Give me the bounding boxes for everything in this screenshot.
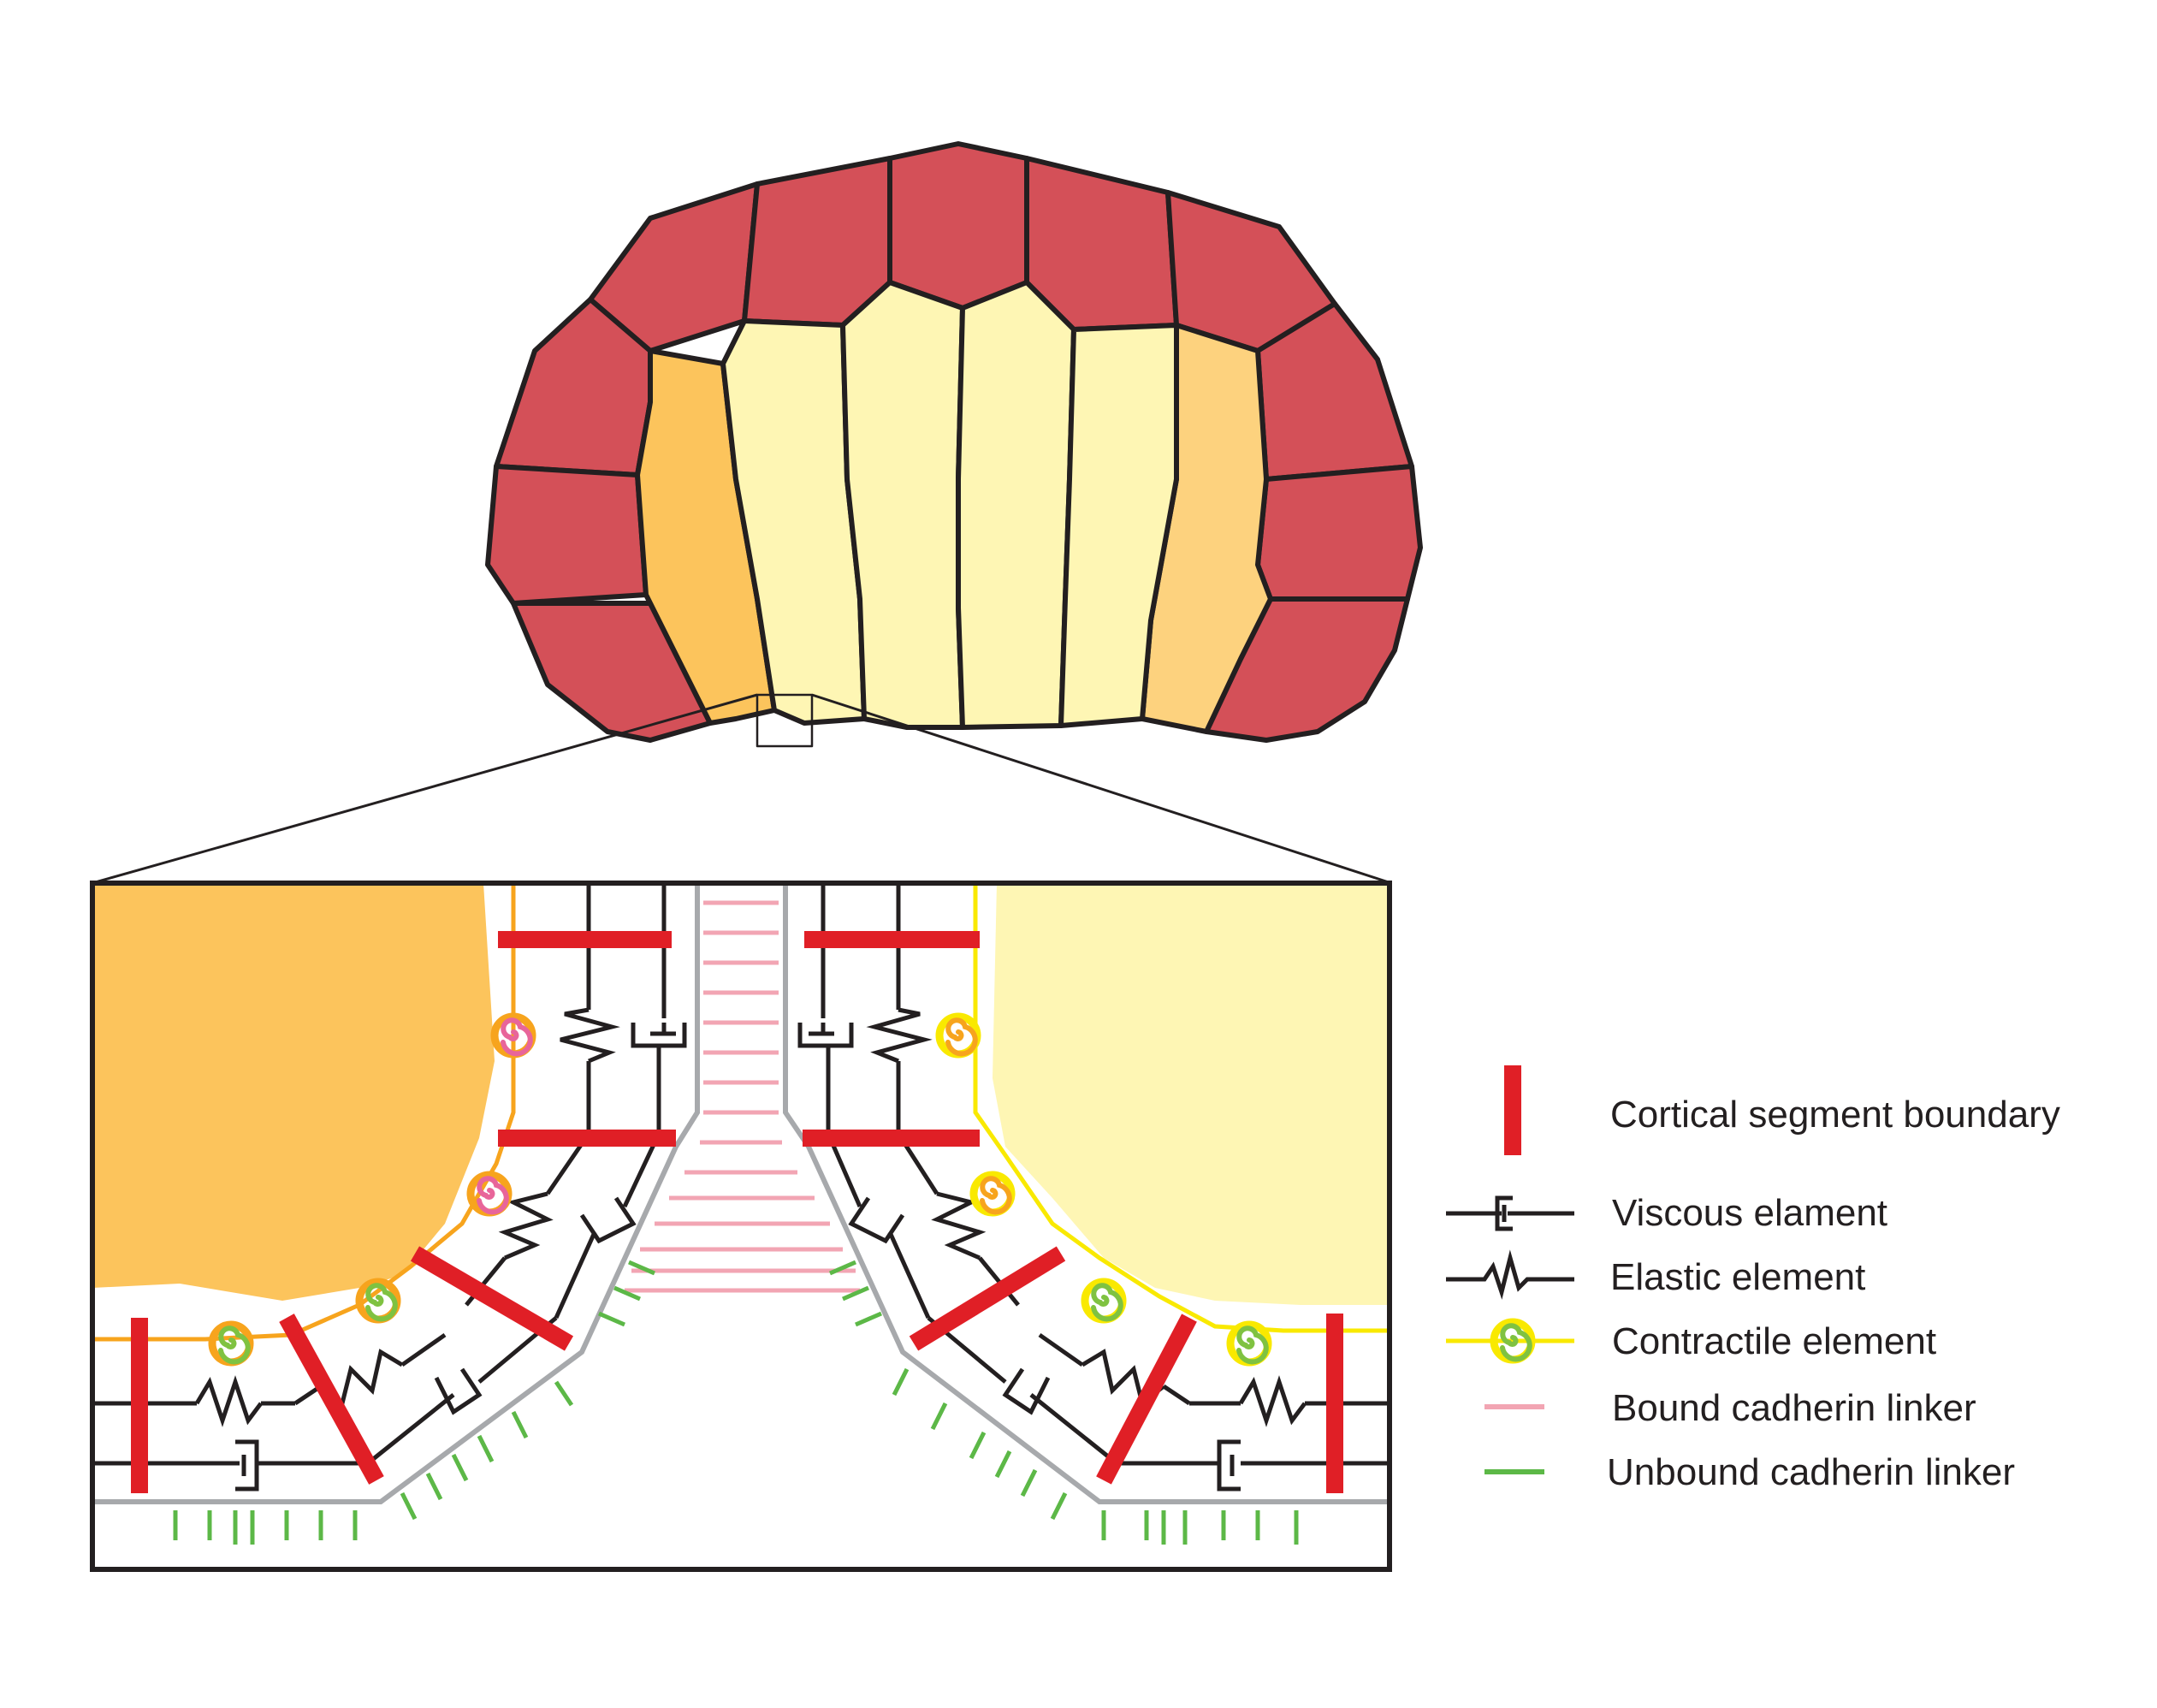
tissue-cross-section [485,141,1423,748]
legend-label-viscous: Viscous elament [1612,1192,1887,1234]
dashpot-element [1002,1367,1051,1415]
spring-element [1238,1375,1307,1427]
spring-element [194,1375,263,1427]
outer-cell [1255,464,1423,602]
left-cell-cytoplasm [92,883,495,1301]
inner-cell [956,280,1076,730]
spring-element [498,1191,554,1260]
inner-cell [1058,323,1179,728]
dashpot-element [579,1196,637,1244]
legend: Cortical segment boundary Viscous elamen… [1446,1065,2060,1493]
spiral-icon [490,1012,536,1059]
spring-element [931,1191,987,1260]
outer-cell [887,141,1029,311]
dashpot-element [797,1023,854,1048]
right-cell-cytoplasm [993,883,1390,1305]
dashpot-element [434,1367,483,1415]
legend-label-unbound-cadherin: Unbound cadherin linker [1607,1451,2015,1493]
dashpot-element [848,1196,905,1244]
spiral-icon [208,1320,254,1367]
legend-label-contractile: Contractile element [1612,1320,1936,1362]
unbound-cadherin-linkers [173,1260,1299,1545]
spiral-icon [935,1012,981,1059]
spiral-icon [1446,1318,1574,1364]
zoom-inset [90,881,1392,1572]
spring-element [560,1007,620,1064]
spring-icon [1446,1249,1574,1300]
dashpot-icon [1446,1195,1574,1231]
legend-label-segment-boundary: Cortical segment boundary [1610,1094,2060,1136]
spiral-icon [1226,1320,1272,1367]
spiral-icon [969,1171,1016,1217]
cortical-segment-boundaries [131,931,1343,1493]
contractile-elements [208,1012,1272,1367]
legend-label-elastic: Elastic element [1610,1256,1865,1298]
inner-cells [720,280,1179,730]
inner-cell [840,280,965,730]
spiral-icon [355,1278,401,1324]
mechanical-network [92,883,1390,1492]
spiral-icon [1081,1278,1127,1324]
spring-element [866,1007,933,1064]
legend-label-bound-cadherin: Bound cadherin linker [1612,1387,1976,1429]
bound-cadherin-linkers [625,900,860,1293]
outer-cell [485,464,649,606]
zoom-projection-lines [92,693,1392,885]
right-membrane [783,883,1390,1504]
spiral-icon [466,1171,513,1217]
left-membrane [92,883,700,1504]
zoom-region-marker [756,693,814,748]
zoom-inset-frame [90,881,1392,1572]
dashpot-element [1217,1439,1241,1492]
outer-cells [485,141,1423,743]
